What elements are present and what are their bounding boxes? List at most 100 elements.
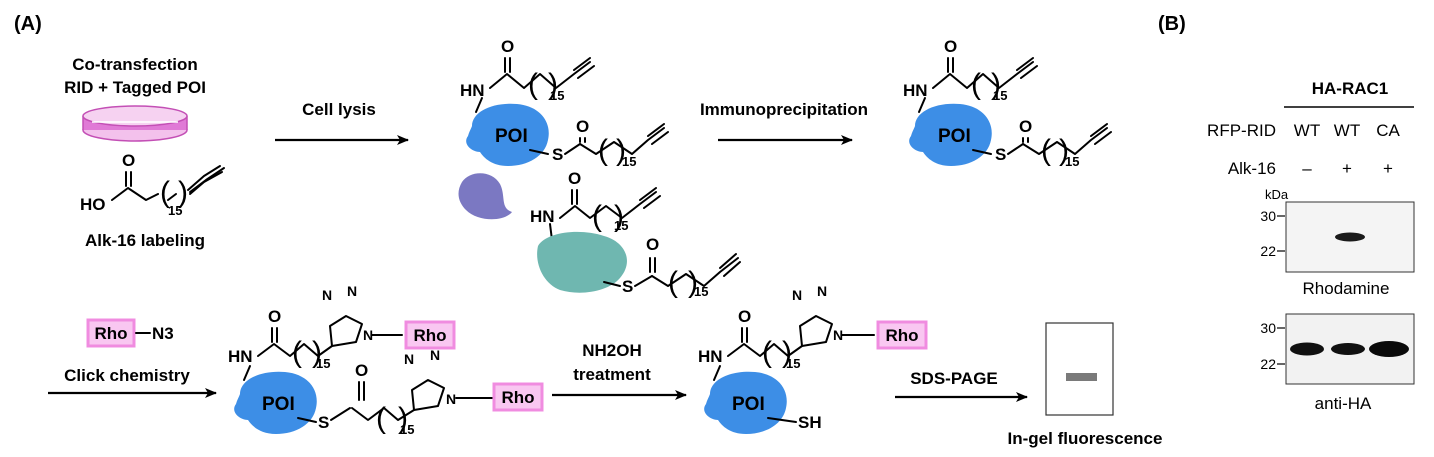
other-protein-purple: [458, 173, 512, 220]
lysate-teal-protein: O ( ) 15 HN S O ( ) 15: [530, 169, 741, 299]
svg-text:N: N: [363, 327, 373, 343]
antiha-band-1: [1290, 342, 1324, 356]
thiol-poi: O ( ) 15 N N N Rho HN POI SH: [698, 283, 928, 434]
svg-text:HN: HN: [698, 347, 723, 366]
petri-dish-icon: [82, 105, 188, 142]
rid-value: WT: [1294, 121, 1320, 140]
cotransfection-line2: RID + Tagged POI: [64, 78, 206, 97]
svg-text:(: (: [292, 336, 302, 369]
kda-label: kDa: [1265, 187, 1289, 202]
svg-text:15: 15: [786, 356, 800, 371]
svg-text:15: 15: [1065, 154, 1079, 169]
svg-text:O: O: [355, 361, 368, 380]
svg-text:15: 15: [550, 88, 564, 103]
rho-azide-reagent: Rho N3: [86, 318, 174, 348]
svg-text:N: N: [833, 327, 843, 343]
antiha-band-2: [1331, 343, 1365, 355]
svg-text:O: O: [1019, 117, 1032, 136]
svg-text:): ): [616, 134, 626, 167]
svg-text:POI: POI: [262, 394, 295, 415]
svg-text:O: O: [646, 235, 659, 254]
svg-text:15: 15: [168, 203, 182, 218]
svg-text:O: O: [944, 37, 957, 56]
svg-text:(: (: [376, 402, 386, 435]
alk-value: +: [1383, 159, 1393, 178]
in-gel-fluorescence-label: In-gel fluorescence: [1008, 429, 1163, 448]
rhodamine-band-wt-alk: [1335, 232, 1365, 242]
click-chemistry-label: Click chemistry: [64, 366, 190, 385]
cell-lysis-label: Cell lysis: [302, 100, 376, 119]
svg-text:): ): [398, 402, 408, 435]
svg-text:POI: POI: [938, 126, 971, 147]
svg-text:15: 15: [622, 154, 636, 169]
svg-text:15: 15: [614, 218, 628, 233]
svg-text:15: 15: [316, 356, 330, 371]
svg-text:HN: HN: [460, 81, 485, 100]
svg-text:): ): [614, 200, 624, 233]
svg-text:S: S: [318, 413, 329, 432]
svg-text:HN: HN: [903, 81, 928, 100]
marker-22-antiha: 22: [1260, 356, 1276, 372]
cotransfection-line1: Co-transfection: [72, 55, 198, 74]
svg-text:N: N: [446, 391, 456, 407]
marker-30-rhodamine: 30: [1260, 208, 1276, 224]
svg-text:(: (: [971, 68, 981, 101]
row-label-rid: RFP-RID: [1207, 121, 1276, 140]
alk16-structure: O HO ( ) 15: [80, 151, 225, 218]
svg-text:(: (: [762, 336, 772, 369]
marker-30-antiha: 30: [1260, 320, 1276, 336]
svg-text:N: N: [430, 347, 440, 363]
svg-text:): ): [548, 68, 558, 101]
svg-text:15: 15: [400, 422, 414, 437]
alk16-labeling: Alk-16 labeling: [85, 231, 205, 250]
svg-text:HN: HN: [530, 207, 555, 226]
svg-text:N3: N3: [152, 324, 174, 343]
svg-text:(: (: [1041, 134, 1051, 167]
rhodamine-label: Rhodamine: [1303, 279, 1390, 298]
svg-text:15: 15: [993, 88, 1007, 103]
svg-text:(: (: [598, 134, 608, 167]
svg-text:N: N: [322, 287, 332, 303]
panel-b-label: (B): [1158, 13, 1186, 35]
immunoprecipitation-label: Immunoprecipitation: [700, 100, 868, 119]
rid-value: WT: [1334, 121, 1360, 140]
antiha-label: anti-HA: [1315, 394, 1372, 413]
svg-text:SH: SH: [798, 413, 822, 432]
svg-text:O: O: [501, 37, 514, 56]
svg-text:S: S: [552, 145, 563, 164]
svg-text:HN: HN: [228, 347, 253, 366]
protein-header: HA-RAC1: [1312, 79, 1389, 98]
svg-text:15: 15: [694, 284, 708, 299]
svg-text:): ): [178, 176, 188, 209]
svg-text:(: (: [528, 68, 538, 101]
sds-page-label: SDS-PAGE: [910, 369, 998, 388]
svg-text:Rho: Rho: [885, 326, 918, 345]
svg-text:): ): [1059, 134, 1069, 167]
svg-text:): ): [312, 336, 322, 369]
treatment-line1: NH2OH: [582, 341, 642, 360]
svg-text:POI: POI: [732, 394, 765, 415]
svg-text:N: N: [817, 283, 827, 299]
gel-band: [1066, 373, 1097, 381]
svg-text:N: N: [792, 287, 802, 303]
svg-text:S: S: [995, 145, 1006, 164]
marker-22-rhodamine: 22: [1260, 243, 1276, 259]
alk-value: –: [1302, 159, 1312, 178]
alk-value: +: [1342, 159, 1352, 178]
svg-text:): ): [991, 68, 1001, 101]
svg-text:Rho: Rho: [501, 388, 534, 407]
panel-a-label: (A): [14, 13, 42, 35]
svg-text:O: O: [738, 307, 751, 326]
svg-text:N: N: [404, 351, 414, 367]
rid-value: CA: [1376, 121, 1400, 140]
row-label-alk16: Alk-16: [1228, 159, 1276, 178]
svg-text:): ): [688, 266, 698, 299]
svg-text:O: O: [122, 151, 135, 170]
svg-text:POI: POI: [495, 126, 528, 147]
svg-text:N: N: [347, 283, 357, 299]
svg-text:O: O: [568, 169, 581, 188]
treatment-line2: treatment: [573, 365, 651, 384]
svg-text:Rho: Rho: [94, 324, 127, 343]
lysate-poi: O ( ) 15 HN POI S O ( ) 15: [460, 37, 669, 169]
